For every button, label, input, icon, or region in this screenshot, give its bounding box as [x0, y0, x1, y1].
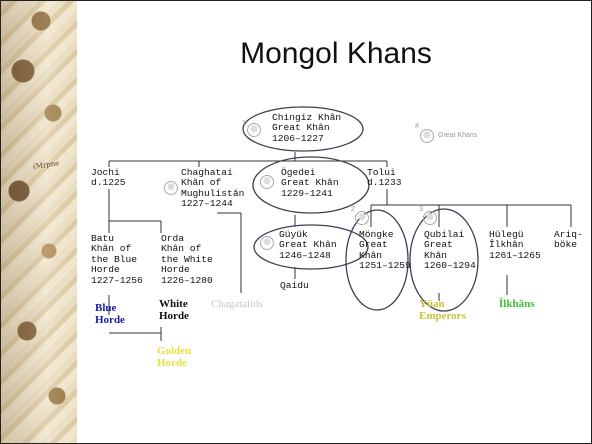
- horde-chagataiids: Chagataiids: [211, 298, 263, 310]
- emblem-hash: #: [415, 123, 419, 130]
- legend-emblem: [420, 129, 434, 143]
- node-mongke: Möngke Great Khân 1251–1259: [359, 229, 411, 272]
- guyuk-emblem: [260, 236, 274, 250]
- node-ogedei: Ögedei Great Khân 1229–1241: [281, 167, 339, 199]
- chaghatai-emblem: [164, 181, 178, 195]
- ellipse-qubilai: [409, 208, 479, 312]
- slide-title: Mongol Khans: [240, 37, 432, 70]
- tree-connectors: [108, 106, 572, 341]
- node-hulegu: Hülegü Îlkhân 1261–1265: [489, 229, 541, 261]
- node-guyuk: Güyük Great Khân 1246–1248: [279, 229, 337, 261]
- horde-golden: Golden Horde: [157, 345, 192, 369]
- ellipse-mongke: [345, 209, 409, 311]
- horde-blue: Blue Horde: [95, 302, 125, 326]
- ellipse-guyuk: [253, 224, 369, 270]
- khan-family-tree: 1 # Great Khans 2 3 Chingiz Khân Great K…: [89, 105, 583, 375]
- node-qubilai: Qubilai Great Khân 1260–1294: [424, 229, 476, 272]
- emblem-number: 2: [351, 206, 355, 213]
- emblem-number: 1: [242, 120, 246, 127]
- emblem-number: 3: [419, 206, 423, 213]
- ellipse-ogedei: [252, 156, 370, 214]
- qubilai-emblem: [423, 211, 437, 225]
- legend-caption: Great Khans: [438, 132, 478, 139]
- node-chaghatai: Chaghatai Khân of Mughulistân 1227–1244: [181, 167, 245, 210]
- node-tolui: Tolui d.1233: [367, 167, 402, 189]
- mongke-emblem: [355, 211, 369, 225]
- node-qaidu: Qaidu: [280, 280, 309, 291]
- ogedei-emblem: [260, 175, 274, 189]
- ellipse-chingiz: [242, 106, 364, 152]
- horde-yuan-emperors: Yüan Emperors: [419, 298, 466, 322]
- map-shade: [1, 1, 77, 443]
- node-batu: Batu Khân of the Blue Horde 1227–1256: [91, 233, 143, 286]
- horde-white: White Horde: [159, 298, 189, 322]
- great-khan-emblem: [247, 123, 261, 137]
- node-jochi: Jochi d.1225: [91, 167, 126, 189]
- horde-ilkhans: Îlkhâns: [499, 298, 535, 310]
- decorative-map-strip: (Mrpne: [1, 1, 77, 443]
- node-orda: Orda Khân of the White Horde 1226–1280: [161, 233, 213, 286]
- node-chingiz-khan: Chingiz Khân Great Khân 1206–1227: [272, 112, 342, 144]
- node-ariq-boke: Ariq- böke: [554, 229, 583, 251]
